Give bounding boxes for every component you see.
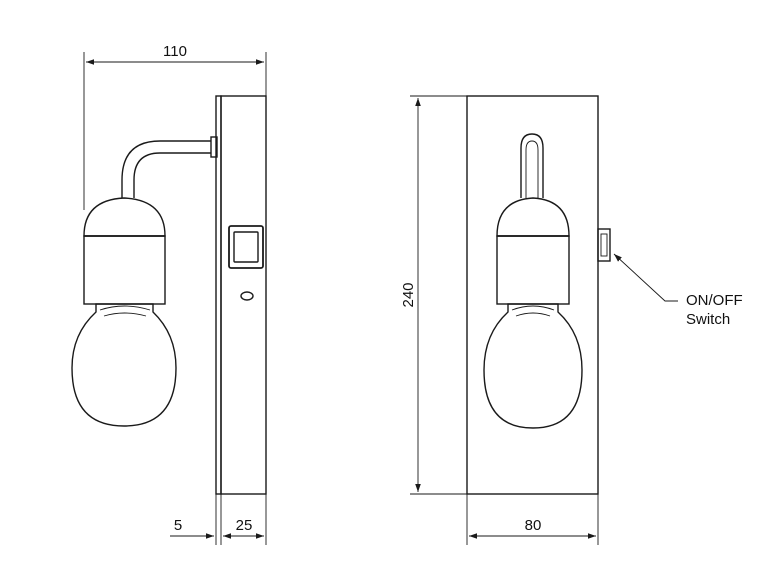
side-arm-outer xyxy=(121,140,211,198)
side-socket-body xyxy=(83,235,166,305)
side-plate xyxy=(220,95,267,495)
side-arm-inner xyxy=(133,152,211,198)
side-bulb xyxy=(71,303,177,427)
dim-240-label: 240 xyxy=(400,282,417,307)
dimension-lines xyxy=(83,52,678,545)
switch-leader-line xyxy=(613,253,678,302)
front-arm-outer xyxy=(520,133,544,198)
front-view xyxy=(466,95,611,495)
dim-25-label: 25 xyxy=(236,517,253,534)
front-socket-cap xyxy=(496,197,570,237)
front-plate xyxy=(466,95,599,495)
side-view xyxy=(71,95,267,495)
side-arm-mount xyxy=(210,136,218,158)
dim-5-label: 5 xyxy=(174,517,182,534)
side-indicator xyxy=(240,291,254,301)
side-socket-cap xyxy=(83,197,166,237)
front-bulb xyxy=(483,303,583,429)
callout-line2: Switch xyxy=(686,311,730,328)
side-switch-outer xyxy=(228,225,264,269)
side-switch-inner xyxy=(233,231,259,263)
front-socket-body xyxy=(496,235,570,305)
side-plate-gap xyxy=(215,95,222,495)
front-arm-inner xyxy=(525,140,539,198)
dim-110-label: 110 xyxy=(163,43,187,60)
callout-line1: ON/OFF xyxy=(686,292,743,309)
dim-80-label: 80 xyxy=(525,517,542,534)
front-switch xyxy=(597,228,611,262)
